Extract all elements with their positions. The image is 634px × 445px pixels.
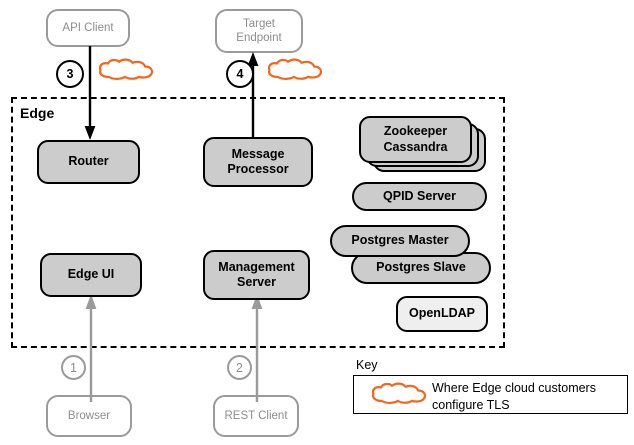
node-management-server[interactable]: Management Server [203,250,310,300]
node-target-endpoint-label-line1: Target [243,17,275,30]
node-management-server-label-line2: Server [237,275,276,289]
flow-number-1-label: 1 [70,360,77,375]
node-message-processor[interactable]: Message Processor [203,137,313,187]
arrow-flow-1 [82,294,100,402]
node-browser[interactable]: Browser [46,395,132,437]
node-rest-client-label: REST Client [224,409,288,422]
flow-number-2: 2 [227,355,252,380]
node-postgres-master-label: Postgres Master [351,233,449,248]
node-message-processor-label-line1: Message [231,146,285,161]
node-management-server-label-line1: Management [218,259,295,274]
node-qpid-server-label: QPID Server [383,188,456,203]
cloud-icon-flow-3 [97,58,155,83]
node-openldap-label: OpenLDAP [409,306,475,321]
arrow-flow-2 [248,294,266,402]
node-target-endpoint[interactable]: Target Endpoint [215,9,303,53]
flow-number-3-label: 3 [66,67,74,81]
key-entry-line2: configure TLS [432,397,510,412]
flow-number-1: 1 [61,355,86,380]
node-qpid-server[interactable]: QPID Server [352,182,487,211]
node-api-client-label: API Client [62,21,114,34]
flow-number-2-label: 2 [236,360,243,375]
key-entry-line1: Where Edge cloud customers [432,381,596,395]
flow-number-4: 4 [226,60,254,88]
node-browser-label: Browser [67,409,111,422]
node-message-processor-label-line2: Processor [227,162,289,176]
key-heading: Key [356,358,378,372]
node-api-client[interactable]: API Client [46,9,130,47]
node-edge-ui-label: Edge UI [67,267,115,282]
flow-number-3: 3 [56,60,84,88]
cloud-icon-flow-4 [266,58,324,83]
node-zookeeper-label: Zookeeper [383,124,448,139]
node-edge-ui[interactable]: Edge UI [40,253,142,297]
node-router-label: Router [68,154,109,169]
node-postgres-slave-label: Postgres Slave [376,260,466,275]
cloud-icon-key [370,382,428,407]
node-postgres-master[interactable]: Postgres Master [330,225,470,257]
node-target-endpoint-label-line2: Endpoint [236,32,282,44]
node-router[interactable]: Router [37,140,140,184]
edge-zone-label: Edge [20,105,55,121]
node-cassandra-label: Cassandra [383,139,448,154]
node-openldap[interactable]: OpenLDAP [396,296,488,332]
arrow-flow-3 [80,46,100,142]
flow-number-4-label: 4 [236,67,244,81]
key-entry-text: Where Edge cloud customers configure TLS [432,380,624,413]
node-zookeeper-cassandra[interactable]: Zookeeper Cassandra [359,116,472,163]
